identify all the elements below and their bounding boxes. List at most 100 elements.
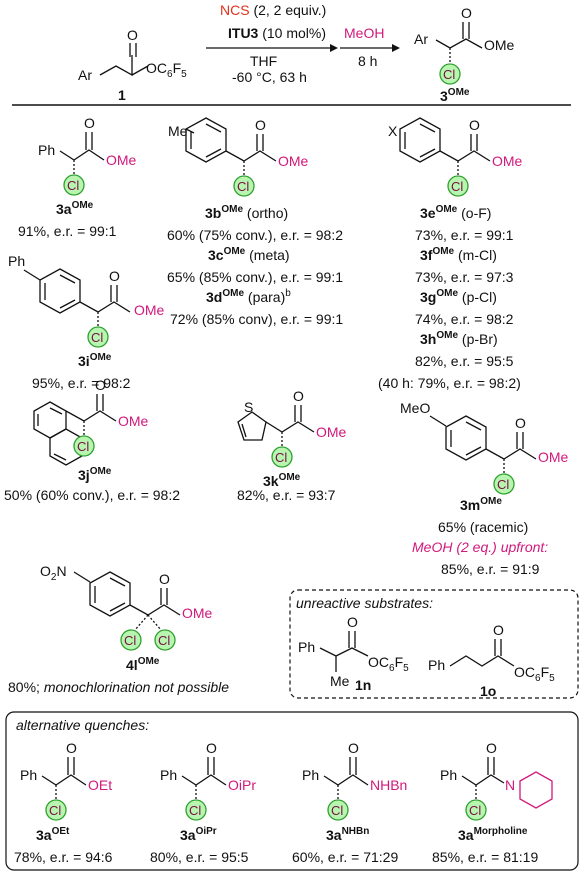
- svg-text:OMe: OMe: [484, 37, 515, 53]
- svg-text:85%, e.r. = 91:9: 85%, e.r. = 91:9: [441, 561, 540, 577]
- svg-text:Ph: Ph: [8, 253, 25, 269]
- svg-text:Cl: Cl: [49, 803, 61, 818]
- reaction-scheme-header: Ar O OC6F5 1 NCS (2, 2 equiv.) ITU3 (10 …: [78, 2, 515, 104]
- svg-text:O: O: [515, 415, 526, 431]
- sm-ester: OC6F5: [146, 60, 187, 80]
- svg-text:72% (85% conv), e.r. = 99:1: 72% (85% conv), e.r. = 99:1: [170, 311, 343, 327]
- prod-ar: Ar: [414, 31, 428, 47]
- svg-text:3fOMe (m-Cl): 3fOMe (m-Cl): [420, 246, 497, 263]
- svg-text:O: O: [255, 117, 266, 133]
- svg-text:1o: 1o: [480, 683, 496, 699]
- svg-text:82%, e.r. = 93:7: 82%, e.r. = 93:7: [237, 487, 336, 503]
- svg-text:Cl: Cl: [275, 450, 287, 465]
- svg-text:78%, e.r. = 94:6: 78%, e.r. = 94:6: [14, 849, 113, 865]
- svg-text:Cl: Cl: [77, 439, 89, 454]
- svg-text:Cl: Cl: [451, 179, 463, 194]
- svg-text:Ph: Ph: [160, 767, 177, 783]
- svg-text:Cl: Cl: [497, 477, 509, 492]
- sm-bonds: [99, 55, 149, 77]
- svg-text:Cl: Cl: [237, 179, 249, 194]
- svg-text:O: O: [159, 571, 170, 587]
- svg-text:OMe: OMe: [118, 413, 149, 429]
- compound-3b-3d: Me O OMe Cl 3bOMe (ortho) 60% (75% conv.…: [167, 117, 343, 327]
- quench-meoh: MeOH: [344, 25, 384, 41]
- svg-text:O: O: [348, 740, 359, 756]
- svg-text:Ph: Ph: [20, 767, 37, 783]
- svg-text:OMe: OMe: [316, 424, 347, 440]
- svg-text:73%, e.r. = 99:1: 73%, e.r. = 99:1: [415, 227, 514, 243]
- svg-text:O: O: [469, 117, 480, 133]
- solvent: THF: [250, 53, 277, 69]
- prod-cl-badge: [439, 63, 461, 85]
- svg-text:50% (60% conv.), e.r. = 98:2: 50% (60% conv.), e.r. = 98:2: [4, 487, 180, 503]
- svg-text:60% (75% conv.), e.r. = 98:2: 60% (75% conv.), e.r. = 98:2: [167, 227, 343, 243]
- svg-text:91%, e.r. = 99:1: 91%, e.r. = 99:1: [18, 223, 117, 239]
- catalyst: ITU3 (10 mol%): [228, 25, 326, 41]
- svg-text:Cl: Cl: [124, 633, 136, 648]
- svg-text:3kOMe: 3kOMe: [263, 472, 301, 489]
- svg-text:alternative quenches:: alternative quenches:: [16, 717, 149, 733]
- svg-text:3aOEt: 3aOEt: [36, 826, 70, 843]
- svg-text:MeO: MeO: [400, 400, 430, 416]
- svg-text:Ph: Ph: [428, 657, 445, 673]
- svg-text:unreactive substrates:: unreactive substrates:: [296, 595, 433, 611]
- svg-text:O2N: O2N: [40, 563, 67, 583]
- sm-ar: Ar: [78, 67, 92, 83]
- svg-text:OiPr: OiPr: [228, 777, 256, 793]
- alternative-quenches-box: alternative quenches: Ph O OEt Cl 3aOEt …: [5, 711, 579, 871]
- svg-text:OMe: OMe: [492, 153, 523, 169]
- svg-text:OMe: OMe: [278, 153, 309, 169]
- svg-text:X: X: [388, 123, 398, 139]
- svg-text:Cl: Cl: [443, 67, 455, 82]
- product-label: 3OMe: [440, 87, 470, 104]
- compound-4l: O2N O OMe Cl Cl 4lOMe 80%; monochlorinat…: [8, 563, 229, 695]
- reagent-ncs: NCS (2, 2 equiv.): [220, 2, 326, 18]
- svg-text:Cl: Cl: [91, 330, 103, 345]
- svg-text:Cl: Cl: [158, 633, 170, 648]
- svg-text:3jOMe: 3jOMe: [78, 466, 112, 483]
- svg-text:O: O: [66, 740, 77, 756]
- svg-text:Cl: Cl: [331, 803, 343, 818]
- conditions: -60 °C, 63 h: [232, 69, 307, 85]
- svg-text:3bOMe (ortho): 3bOMe (ortho): [205, 204, 288, 221]
- svg-text:O: O: [293, 388, 304, 404]
- svg-text:Me: Me: [168, 123, 188, 139]
- svg-text:(40 h: 79%, e.r. = 98:2): (40 h: 79%, e.r. = 98:2): [378, 375, 521, 391]
- svg-text:85%, e.r. = 81:19: 85%, e.r. = 81:19: [432, 849, 538, 865]
- svg-text:O: O: [493, 622, 504, 638]
- sm-label: 1: [118, 87, 126, 103]
- compound-3m: MeO O OMe Cl 3mOMe 65% (racemic) MeOH (2…: [400, 400, 569, 577]
- svg-text:Cl: Cl: [189, 803, 201, 818]
- svg-text:O: O: [206, 740, 217, 756]
- quench-time: 8 h: [358, 53, 377, 69]
- svg-text:65% (85% conv.), e.r. = 99:1: 65% (85% conv.), e.r. = 99:1: [167, 269, 343, 285]
- compound-3e-3h: X O OMe Cl 3eOMe (o-F) 73%, e.r. = 99:1 …: [378, 117, 523, 391]
- svg-text:N: N: [505, 777, 515, 793]
- svg-text:3gOMe (p-Cl): 3gOMe (p-Cl): [420, 288, 497, 305]
- morpholine-ring: [519, 771, 553, 809]
- svg-text:OC6F5: OC6F5: [514, 664, 555, 684]
- svg-text:82%, e.r. = 95:5: 82%, e.r. = 95:5: [415, 353, 514, 369]
- svg-text:O: O: [95, 377, 106, 393]
- svg-text:Ph: Ph: [440, 767, 457, 783]
- svg-text:Ph: Ph: [302, 767, 319, 783]
- svg-text:95%, e.r. = 98:2: 95%, e.r. = 98:2: [32, 375, 131, 391]
- svg-text:NHBn: NHBn: [370, 777, 407, 793]
- svg-text:Me: Me: [330, 673, 350, 689]
- svg-text:3cOMe (meta): 3cOMe (meta): [208, 246, 290, 263]
- svg-text:3aMorpholine: 3aMorpholine: [458, 826, 528, 843]
- compound-3i: Ph O OMe Cl 3iOMe 95%, e.r. = 98:2: [8, 253, 165, 391]
- svg-text:3iOMe: 3iOMe: [78, 352, 112, 369]
- svg-text:1n: 1n: [355, 677, 371, 693]
- svg-text:3aOMe: 3aOMe: [56, 200, 94, 217]
- svg-text:OMe: OMe: [182, 605, 213, 621]
- svg-text:73%, e.r. = 97:3: 73%, e.r. = 97:3: [415, 269, 514, 285]
- svg-text:80%; monochlorination not poss: 80%; monochlorination not possible: [8, 679, 229, 695]
- svg-text:3eOMe (o-F): 3eOMe (o-F): [420, 204, 491, 221]
- compound-3k: S O OMe Cl 3kOMe 82%, e.r. = 93:7: [237, 388, 347, 503]
- svg-text:4lOMe: 4lOMe: [126, 656, 160, 673]
- svg-text:O: O: [461, 5, 472, 21]
- svg-text:S: S: [244, 399, 253, 415]
- svg-text:3aNHBn: 3aNHBn: [326, 826, 369, 843]
